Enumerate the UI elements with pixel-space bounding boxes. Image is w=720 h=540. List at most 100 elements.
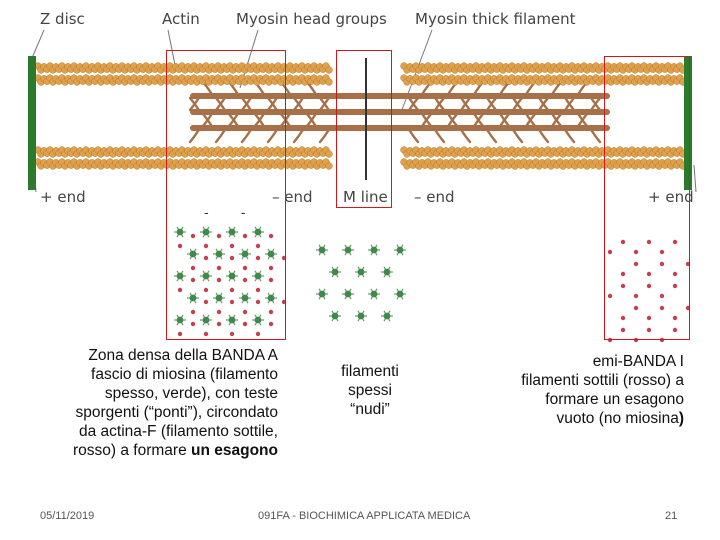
thin-filament-section — [659, 293, 665, 299]
cross-section-i-band — [607, 239, 691, 343]
caption-right-line4-normal: vuoto (no miosina — [556, 410, 679, 427]
caption-right-line4-bold: ) — [678, 410, 684, 427]
thin-filament-section — [646, 271, 652, 277]
thin-filament-section — [216, 277, 222, 283]
caption-left-line6: rosso) a formare un esagono — [30, 441, 278, 460]
z-disc-left — [28, 56, 36, 190]
thin-filament-section — [633, 337, 639, 343]
thin-filament-section — [607, 337, 613, 343]
thin-filament-section — [672, 315, 678, 321]
thick-filament-section — [318, 246, 326, 254]
thin-filament-section — [672, 271, 678, 277]
thin-filament-section — [177, 243, 183, 249]
thick-filament-1 — [190, 93, 610, 99]
thick-filament-section — [202, 228, 210, 236]
caption-right-line1: emi-BANDA I — [592, 353, 684, 370]
myosin-thick-filament-label: Myosin thick filament — [415, 10, 576, 28]
thin-filament-section — [203, 331, 209, 337]
thin-filament-section — [607, 249, 613, 255]
highlight-box-m-line — [336, 50, 392, 208]
thick-filament-section — [396, 246, 404, 254]
caption-middle-line3: “nudi” — [350, 401, 390, 418]
thick-filament-section — [215, 250, 223, 258]
thin-filament-section — [659, 305, 665, 311]
plus-end-right-pointer — [693, 164, 697, 193]
thick-filament-section — [357, 268, 365, 276]
caption-middle-line1: filamenti — [341, 363, 399, 380]
thick-filament-section — [215, 294, 223, 302]
thick-filament-section — [254, 316, 262, 324]
caption-middle: filamenti spessi “nudi” — [318, 362, 422, 419]
caption-right: emi-BANDA I filamenti sottili (rosso) a … — [470, 352, 684, 428]
caption-right-line3: formare un esagono — [545, 391, 684, 408]
caption-left-line6-bold: un esagono — [191, 442, 278, 459]
caption-left-line4: sporgenti (“ponti”), circondato — [75, 404, 278, 421]
thin-filament-section — [216, 321, 222, 327]
actin-bead — [325, 150, 333, 158]
thin-filament-section — [620, 283, 626, 289]
thin-filament-section — [242, 309, 248, 315]
thin-filament-section — [229, 255, 235, 261]
plus-end-right-label: + end — [648, 188, 694, 206]
thick-filament-section — [370, 290, 378, 298]
thick-filament-section — [176, 228, 184, 236]
thin-filament-section — [255, 287, 261, 293]
thick-filament-section — [228, 228, 236, 236]
thin-filament-section — [177, 287, 183, 293]
thin-filament-section — [620, 239, 626, 245]
thick-filament-section — [241, 294, 249, 302]
highlight-box-a-band — [166, 50, 286, 340]
actin-filaments — [34, 62, 687, 170]
thin-filament-section — [255, 255, 261, 261]
caption-right-line4: vuoto (no miosina) — [470, 409, 684, 428]
thick-filament-section — [267, 250, 275, 258]
thin-filament-section — [620, 315, 626, 321]
caption-left: Zona densa della BANDA A fascio di miosi… — [30, 346, 278, 460]
thin-filament-section — [203, 255, 209, 261]
thick-filament-section — [202, 272, 210, 280]
thin-filament-section — [659, 249, 665, 255]
thin-filament-section — [659, 261, 665, 267]
thin-filament-section — [190, 309, 196, 315]
thick-filament-section — [254, 228, 262, 236]
thin-filament-section — [229, 243, 235, 249]
thin-filament-section — [672, 239, 678, 245]
thick-filament-section — [383, 312, 391, 320]
minus-end-left-label: – end — [272, 188, 313, 206]
thin-filament-section — [620, 271, 626, 277]
myosin-thick-filaments — [190, 93, 610, 131]
thick-filament-section — [344, 290, 352, 298]
actin-bead — [325, 66, 333, 74]
cross-section-a-band — [174, 226, 287, 337]
thin-filament-section — [633, 249, 639, 255]
thick-filament-section — [370, 246, 378, 254]
thin-filament-section — [216, 309, 222, 315]
thin-filament-section — [216, 265, 222, 271]
thick-filament-section — [396, 290, 404, 298]
thin-filament-section — [177, 331, 183, 337]
thin-filament-section — [203, 299, 209, 305]
thin-filament-section — [255, 299, 261, 305]
thin-filament-section — [268, 265, 274, 271]
footer-date: 05/11/2019 — [40, 510, 95, 522]
caption-middle-line2: spessi — [348, 382, 392, 399]
thick-filament-section — [176, 316, 184, 324]
thin-filament-section — [633, 261, 639, 267]
thin-filament-section — [672, 327, 678, 333]
thin-filament-section — [268, 277, 274, 283]
thin-filament-section — [190, 321, 196, 327]
thick-filament-section — [254, 272, 262, 280]
z-disc-pointer — [31, 29, 45, 59]
highlight-box-i-band — [604, 56, 690, 340]
actin-label: Actin — [162, 10, 200, 28]
z-disc-label: Z disc — [40, 10, 85, 28]
thin-filament-section — [229, 299, 235, 305]
thin-filament-section — [620, 327, 626, 333]
z-disc-right — [684, 56, 692, 190]
thick-filament-section — [228, 272, 236, 280]
footer-page-number: 21 — [665, 510, 678, 522]
thin-filament-section — [268, 309, 274, 315]
thin-filament-section — [646, 239, 652, 245]
thick-filament-section — [357, 312, 365, 320]
thin-filament-section — [203, 243, 209, 249]
